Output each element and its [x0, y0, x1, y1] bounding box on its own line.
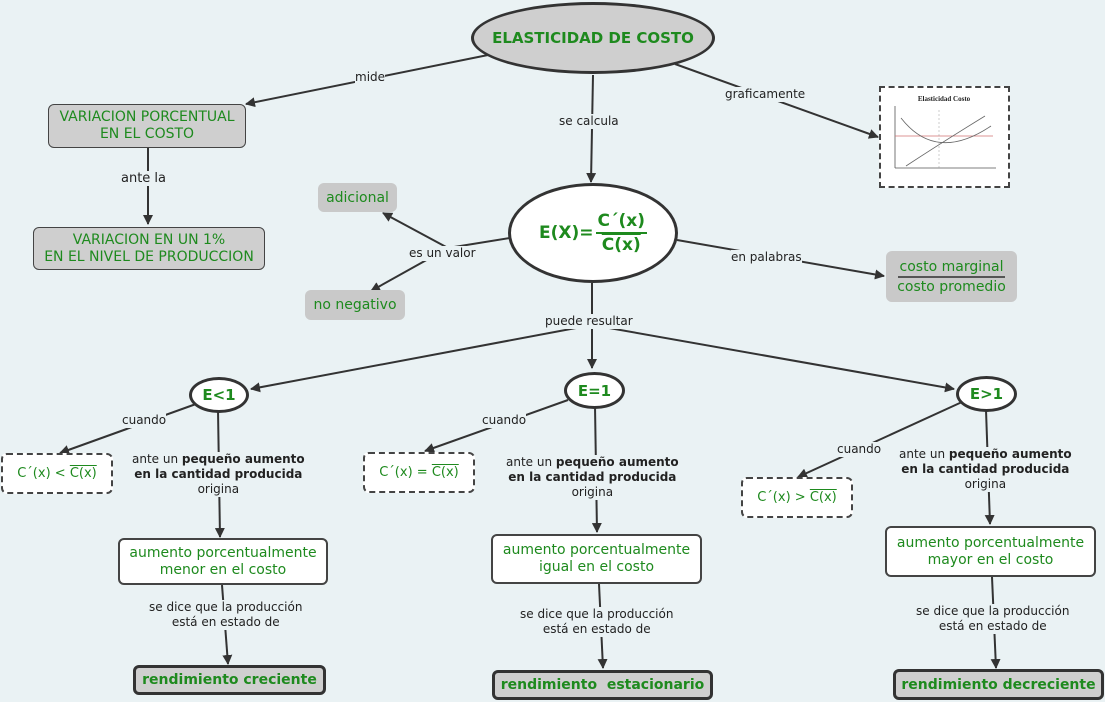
adicional-node: adicional	[318, 183, 397, 212]
adicional-text: adicional	[326, 189, 389, 206]
label-se-dice-menor: se dice que la producción está en estado…	[149, 600, 303, 630]
variacion-costo-node: VARIACION PORCENTUAL EN EL COSTO	[48, 104, 246, 148]
mini-chart-thumbnail[interactable]: Elasticidad Costo	[879, 86, 1010, 188]
label-origina-igual: ante un pequeño aumento en la cantidad p…	[506, 455, 679, 500]
costo-marginal-text: costo marginal	[897, 259, 1006, 278]
chart-graphic: Elasticidad Costo	[894, 95, 996, 169]
formula-node: E(X)= C´(x) C(x)	[508, 183, 678, 283]
cantidad-text: en la cantidad producida	[508, 470, 677, 484]
aumento-igual-node: aumento porcentualmente igual en el cost…	[491, 534, 702, 584]
aumento-menor-node: aumento porcentualmente menor en el cost…	[118, 538, 328, 585]
label-se-dice-igual: se dice que la producción está en estado…	[520, 607, 674, 637]
no-negativo-node: no negativo	[305, 290, 405, 320]
cond-mayor-right: C(x)	[809, 490, 837, 505]
cond-menor-left: C´(x) <	[17, 466, 66, 481]
cond-igual-right: C(x)	[431, 465, 459, 480]
rend-decreciente-text: rendimiento decreciente	[901, 676, 1096, 693]
cond-igual-node: C´(x) = C(x)	[363, 452, 475, 493]
rend-creciente-text: rendimiento creciente	[142, 672, 317, 688]
pequeno-text: pequeño aumento	[555, 455, 679, 469]
label-origina-menor: ante un pequeño aumento en la cantidad p…	[132, 452, 305, 497]
label-es-un-valor: es un valor	[409, 246, 476, 261]
rend-estacionario-node: rendimiento estacionario	[492, 670, 713, 700]
e-igual-text: E=1	[577, 381, 612, 400]
formula-numerator: C´(x)	[595, 211, 647, 234]
aumento-mayor-text: aumento porcentualmente mayor en el cost…	[896, 534, 1085, 568]
cond-igual-left: C´(x) =	[379, 465, 428, 480]
cond-mayor-node: C´(x) > C(x)	[741, 477, 853, 518]
e-mayor-node: E>1	[956, 376, 1017, 412]
ante-un-text: ante un	[132, 452, 182, 466]
pequeno-text: pequeño aumento	[948, 447, 1072, 461]
cantidad-text: en la cantidad producida	[134, 467, 303, 481]
label-origina-mayor: ante un pequeño aumento en la cantidad p…	[899, 447, 1072, 492]
cond-menor-right: C(x)	[69, 466, 97, 481]
variacion-produccion-text: VARIACION EN UN 1% EN EL NIVEL DE PRODUC…	[44, 231, 254, 265]
e-menor-text: E<1	[202, 386, 236, 404]
e-mayor-text: E>1	[969, 385, 1004, 403]
marginal-promedio-node: costo marginal costo promedio	[886, 251, 1017, 302]
e-igual-node: E=1	[564, 372, 625, 409]
rend-decreciente-node: rendimiento decreciente	[893, 669, 1104, 700]
origina-text: origina	[571, 485, 614, 499]
label-en-palabras: en palabras	[731, 250, 802, 265]
label-mide: mide	[355, 70, 386, 85]
aumento-mayor-node: aumento porcentualmente mayor en el cost…	[885, 526, 1096, 577]
formula-lhs: E(X)=	[539, 223, 594, 243]
origina-text: origina	[964, 477, 1007, 491]
cantidad-text: en la cantidad producida	[901, 462, 1070, 476]
formula-denominator: C(x)	[601, 235, 641, 255]
label-puede-resultar: puede resultar	[545, 314, 633, 329]
formula-fraction: C´(x) C(x)	[595, 211, 647, 255]
chart-title: Elasticidad Costo	[918, 95, 971, 103]
pequeno-text: pequeño aumento	[181, 452, 305, 466]
variacion-produccion-node: VARIACION EN UN 1% EN EL NIVEL DE PRODUC…	[33, 227, 265, 270]
label-se-calcula: se calcula	[559, 114, 619, 129]
words-fraction: costo marginal costo promedio	[897, 259, 1006, 295]
no-negativo-text: no negativo	[313, 297, 397, 313]
label-ante-la: ante la	[121, 171, 167, 186]
cond-menor-node: C´(x) < C(x)	[1, 453, 113, 494]
rend-estacionario-text: rendimiento estacionario	[500, 677, 705, 693]
ante-un-text: ante un	[506, 455, 556, 469]
ante-un-text: ante un	[899, 447, 949, 461]
label-se-dice-mayor: se dice que la producción está en estado…	[916, 604, 1070, 634]
label-cuando-igual: cuando	[482, 413, 527, 428]
label-graficamente: graficamente	[725, 87, 806, 102]
origina-text: origina	[197, 482, 240, 496]
title-text: ELASTICIDAD DE COSTO	[492, 29, 694, 47]
e-menor-node: E<1	[189, 377, 249, 413]
aumento-menor-text: aumento porcentualmente menor en el cost…	[129, 544, 317, 578]
elasticidad-costo-title: ELASTICIDAD DE COSTO	[471, 2, 715, 74]
variacion-costo-text: VARIACION PORCENTUAL EN EL COSTO	[59, 109, 235, 142]
costo-promedio-text: costo promedio	[897, 278, 1006, 295]
label-cuando-mayor: cuando	[837, 442, 882, 457]
label-cuando-menor: cuando	[122, 413, 167, 428]
rend-creciente-node: rendimiento creciente	[133, 665, 326, 695]
aumento-igual-text: aumento porcentualmente igual en el cost…	[502, 542, 691, 575]
cond-mayor-left: C´(x) >	[757, 490, 806, 505]
